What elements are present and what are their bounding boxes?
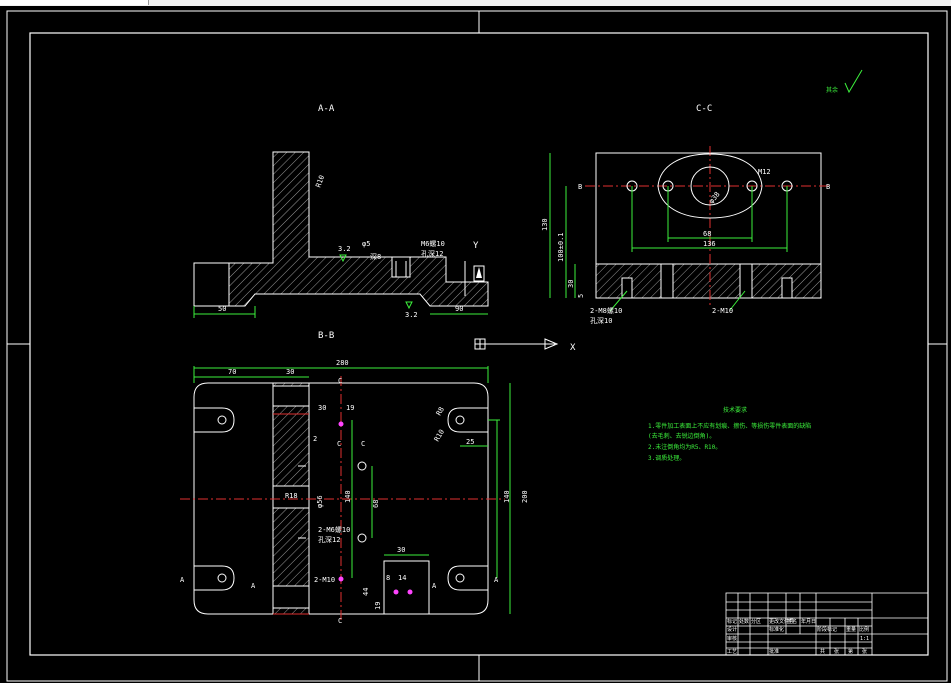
tech-req-line-1: 1.零件加工表面上不应有划痕、擦伤、等损伤零件表面的缺陷 bbox=[648, 422, 811, 430]
cc-dim-136: 136 bbox=[703, 240, 716, 248]
aa-depth: 深8 bbox=[370, 252, 381, 261]
cc-dim-68: 68 bbox=[703, 230, 711, 238]
aa-phi: φ5 bbox=[362, 240, 370, 248]
aa-rough1: 3.2 bbox=[338, 245, 351, 253]
tb-sheet-2: 第 bbox=[848, 648, 853, 655]
section-bb-view[interactable]: B-B 280 70 30 C 30 19 bbox=[180, 331, 529, 625]
tb-r4-0: 工艺 bbox=[727, 649, 737, 655]
aa-dim-90: 90 bbox=[455, 305, 463, 313]
tb-r1-3: 更改文件号 bbox=[769, 618, 794, 625]
tb-stage-1: 重量 bbox=[846, 626, 856, 633]
tb-r1-2: 分区 bbox=[751, 618, 761, 625]
tb-r1-5: 年月日 bbox=[801, 618, 816, 625]
bb-dim-68: 68 bbox=[372, 500, 380, 508]
bb-dim-30b: 30 bbox=[318, 404, 326, 412]
ucs-axes: X Y bbox=[473, 241, 576, 353]
aa-dim-r10: R10 bbox=[314, 174, 326, 189]
aa-dim-50: 50 bbox=[218, 305, 226, 313]
cc-dim-30: 30 bbox=[567, 280, 575, 288]
tb-stage-0: 阶段标记 bbox=[817, 626, 837, 633]
axis-x-label: X bbox=[570, 343, 576, 353]
bb-a-mark1: A bbox=[251, 582, 256, 590]
section-cc-label: C-C bbox=[696, 104, 712, 114]
bb-dim-140-right: 140 bbox=[503, 490, 511, 503]
cc-dim-130: 130 bbox=[541, 218, 549, 231]
bb-m10: 2-M10 bbox=[314, 576, 335, 584]
window-top-strip bbox=[0, 0, 951, 6]
bb-c-top: C bbox=[338, 377, 342, 385]
cc-m8-depth: 孔深10 bbox=[590, 316, 612, 325]
section-cc-view[interactable]: C-C B B 130 100±0.1 30 5 68 136 M12 φ38 bbox=[541, 104, 830, 325]
tb-r4-2: 批准 bbox=[769, 648, 779, 655]
bb-a-mark2: A bbox=[432, 582, 437, 590]
tb-r3-0: 审核 bbox=[727, 635, 737, 642]
section-aa-view[interactable]: A-A 50 90 R10 3.2 φ5 深8 M6螺10 孔深12 3.2 bbox=[193, 104, 489, 319]
bb-dim-70: 70 bbox=[228, 368, 236, 376]
aa-m6: M6螺10 bbox=[421, 239, 445, 248]
tb-r1-0: 标记 bbox=[727, 618, 737, 625]
bb-dim-44: 44 bbox=[362, 588, 370, 596]
bb-m6: 2-M6螺10 bbox=[318, 525, 350, 534]
title-block-text: 标记 处数 分区 更改文件号 签名 年月日 设计 标准化 审核 工艺 批准 阶段… bbox=[727, 618, 869, 655]
tb-r2-2: 标准化 bbox=[769, 626, 784, 633]
aa-thread-depth: 孔深12 bbox=[421, 249, 443, 258]
bb-dim-8: 8 bbox=[386, 574, 390, 582]
tb-r1-4: 签名 bbox=[787, 618, 797, 625]
bb-a-left: A bbox=[180, 576, 185, 584]
cc-m10: 2-M10 bbox=[712, 307, 733, 315]
title-block[interactable] bbox=[725, 592, 929, 656]
roughness-symbol: 其余 bbox=[826, 69, 863, 94]
tb-sheet-3: 张 bbox=[862, 648, 867, 655]
bb-dim-r8: R8 bbox=[435, 406, 446, 417]
tb-sheet-0: 共 bbox=[820, 648, 825, 655]
bb-dim-280: 280 bbox=[336, 359, 349, 367]
tb-r1-1: 处数 bbox=[739, 618, 749, 625]
bb-dim-r10: R10 bbox=[433, 428, 446, 443]
bb-a-right: A bbox=[494, 576, 499, 584]
bb-dim-r18: R18 bbox=[285, 492, 298, 500]
roughness-label: 其余 bbox=[826, 86, 838, 94]
tech-req-line-3: 2.未注倒角均为R5、R10。 bbox=[648, 443, 721, 451]
tech-req-heading: 技术要求 bbox=[723, 406, 747, 414]
cc-phi38: φ38 bbox=[707, 190, 721, 205]
tb-r2-0: 设计 bbox=[727, 626, 737, 633]
cc-dim-100: 100±0.1 bbox=[557, 232, 565, 262]
section-bb-label: B-B bbox=[318, 331, 334, 341]
bb-dim-19b: 19 bbox=[374, 602, 382, 610]
bb-dim-30c: 30 bbox=[397, 546, 405, 554]
aa-rough2: 3.2 bbox=[405, 311, 418, 319]
bb-c-bottom: C bbox=[338, 617, 342, 625]
tech-req-line-2: (去毛刺、去锐边倒角)。 bbox=[648, 432, 715, 440]
bb-dim-d58: φ56 bbox=[316, 495, 324, 508]
technical-requirements: 技术要求 1.零件加工表面上不应有划痕、擦伤、等损伤零件表面的缺陷 (去毛刺、去… bbox=[648, 406, 811, 462]
bb-c1: C bbox=[337, 440, 341, 448]
bb-dim-30a: 30 bbox=[286, 368, 294, 376]
bb-dim-19: 19 bbox=[346, 404, 354, 412]
bb-m6-depth: 孔深12 bbox=[318, 535, 340, 544]
bb-dim-200: 200 bbox=[521, 490, 529, 503]
cc-dim-5: 5 bbox=[577, 294, 585, 298]
bb-c2: C bbox=[361, 440, 365, 448]
tb-sheet-1: 张 bbox=[834, 648, 839, 655]
cad-drawing-canvas[interactable]: 其余 A-A 50 90 R10 3.2 φ5 深8 M6螺10 孔深12 3.… bbox=[0, 6, 951, 683]
cc-m12: M12 bbox=[758, 168, 771, 176]
bb-dim-14: 14 bbox=[398, 574, 406, 582]
cc-m8: 2-M8螺10 bbox=[590, 306, 622, 315]
sheet-border bbox=[6, 10, 948, 682]
cc-b-left: B bbox=[578, 183, 582, 191]
bb-dim-140: 140 bbox=[344, 490, 352, 503]
cc-b-right: B bbox=[826, 183, 830, 191]
tb-stage-2: 比例 bbox=[859, 626, 869, 633]
bb-dim-2: 2 bbox=[313, 435, 317, 443]
document-tab[interactable] bbox=[0, 0, 149, 5]
bb-dim-25: 25 bbox=[466, 438, 474, 446]
tech-req-line-4: 3.调质处理。 bbox=[648, 454, 685, 462]
tb-scale: 1:1 bbox=[860, 636, 869, 642]
axis-y-label: Y bbox=[473, 241, 479, 251]
section-aa-label: A-A bbox=[318, 104, 335, 114]
